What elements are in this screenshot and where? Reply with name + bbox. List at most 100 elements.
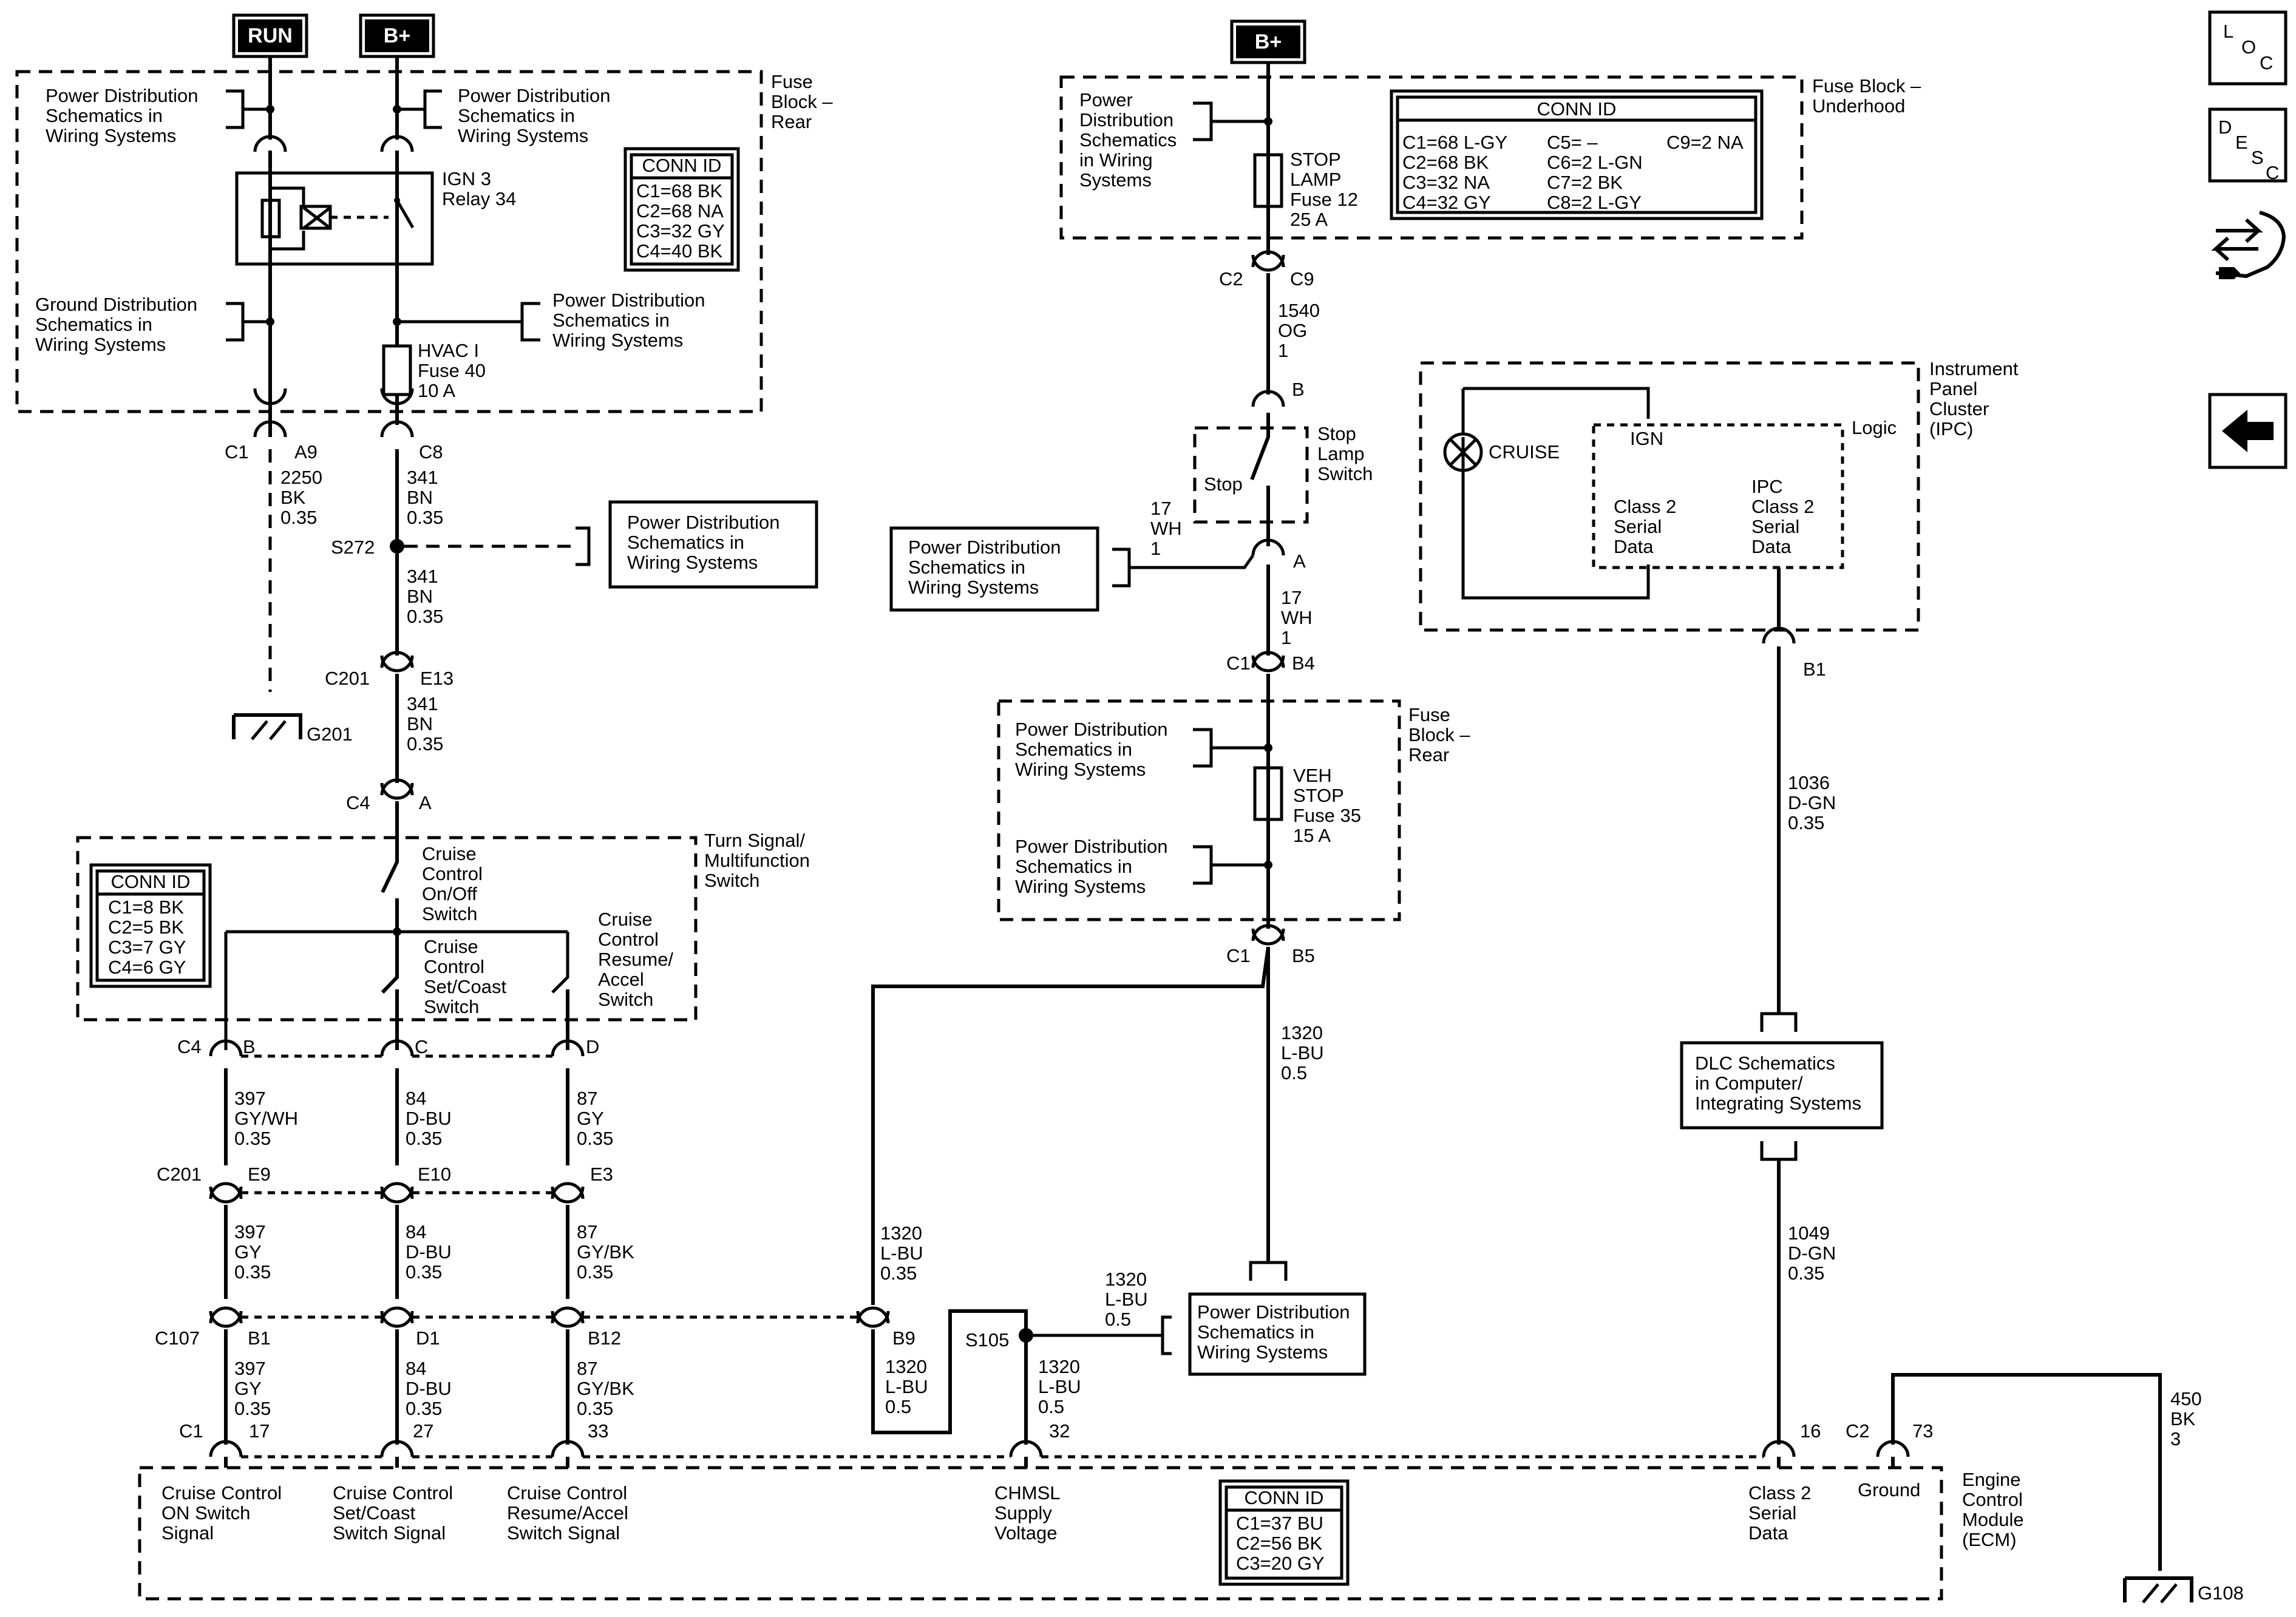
connector-tool-icon[interactable]	[2211, 211, 2286, 279]
svg-text:Resume/: Resume/	[598, 949, 673, 970]
svg-text:STOP: STOP	[1290, 149, 1341, 170]
svg-text:0.35: 0.35	[1788, 812, 1824, 833]
svg-text:C1: C1	[1226, 653, 1251, 674]
svg-text:C3=20 GY: C3=20 GY	[1236, 1553, 1325, 1574]
svg-text:0.35: 0.35	[577, 1398, 613, 1419]
svg-text:87: 87	[577, 1221, 597, 1242]
conn-id-turn-signal: CONN ID C1=8 BK C2=5 BK C3=7 GY C4=6 GY	[89, 863, 212, 988]
svg-text:Resume/Accel: Resume/Accel	[507, 1502, 628, 1524]
svg-text:B: B	[243, 1036, 256, 1057]
desc-button[interactable]: D E S C	[2208, 107, 2288, 183]
svg-text:Power Distribution: Power Distribution	[1197, 1301, 1350, 1323]
turn-signal-switch-block	[76, 836, 698, 1022]
fuse-block-rear-top-label-1: Fuse	[771, 71, 813, 92]
relay-label-2: Relay 34	[442, 188, 516, 209]
stop-lamp-fuse	[1253, 153, 1283, 208]
svg-text:BN: BN	[407, 487, 433, 508]
svg-text:Multifunction: Multifunction	[704, 850, 810, 871]
hvac-fuse-label-2: Fuse 40	[418, 360, 486, 381]
svg-text:17: 17	[1281, 587, 1302, 608]
svg-text:Signal: Signal	[161, 1522, 214, 1544]
svg-text:Underhood: Underhood	[1812, 95, 1905, 117]
svg-text:D: D	[586, 1036, 599, 1057]
svg-text:1: 1	[1281, 627, 1291, 648]
svg-text:CRUISE: CRUISE	[1489, 441, 1560, 463]
svg-text:Schematics: Schematics	[1079, 129, 1177, 151]
svg-text:32: 32	[1049, 1420, 1070, 1442]
svg-text:Switch: Switch	[598, 989, 653, 1010]
svg-text:CHMSL: CHMSL	[994, 1482, 1061, 1503]
svg-text:BN: BN	[407, 713, 433, 734]
svg-text:O: O	[2241, 36, 2256, 58]
splice-s272	[390, 539, 404, 554]
svg-text:0.35: 0.35	[406, 1261, 442, 1283]
svg-text:C6=2 L-GN: C6=2 L-GN	[1547, 152, 1643, 173]
svg-text:IGN: IGN	[1630, 428, 1663, 449]
svg-text:Cruise: Cruise	[424, 936, 478, 957]
svg-text:(IPC): (IPC)	[1929, 418, 1973, 439]
svg-text:Class 2: Class 2	[1748, 1482, 1811, 1503]
svg-text:C5= –: C5= –	[1547, 132, 1598, 153]
svg-text:84: 84	[406, 1221, 426, 1242]
svg-text:in Wiring: in Wiring	[1079, 149, 1153, 171]
svg-text:0.35: 0.35	[234, 1261, 271, 1283]
stop-lamp-switch	[1193, 426, 1309, 524]
svg-text:CONN ID: CONN ID	[642, 155, 722, 176]
svg-text:Fuse Block –: Fuse Block –	[1812, 75, 1921, 97]
svg-text:Switch Signal: Switch Signal	[333, 1522, 446, 1544]
svg-text:Cluster: Cluster	[1929, 398, 1989, 419]
svg-text:Instrument: Instrument	[1929, 358, 2019, 379]
svg-text:S: S	[2251, 147, 2264, 168]
svg-text:Wiring Systems: Wiring Systems	[908, 577, 1039, 598]
conn-id-ecm: CONN ID C1=37 BU C2=56 BK C3=20 GY	[1218, 1479, 1350, 1586]
svg-text:87: 87	[577, 1088, 597, 1109]
svg-text:0.35: 0.35	[407, 507, 443, 528]
gd-ref-line-3: Wiring Systems	[35, 334, 166, 355]
svg-text:Accel: Accel	[598, 969, 644, 990]
conn-c1-top: C1	[225, 441, 249, 463]
svg-text:E3: E3	[590, 1164, 613, 1185]
svg-text:Integrating Systems: Integrating Systems	[1695, 1093, 1861, 1114]
svg-text:Switch: Switch	[424, 996, 479, 1017]
svg-text:L-BU: L-BU	[1281, 1042, 1324, 1063]
back-arrow-button[interactable]	[2208, 393, 2288, 469]
svg-text:C1=68 L-GY: C1=68 L-GY	[1402, 132, 1507, 153]
svg-text:Distribution: Distribution	[1079, 109, 1173, 131]
svg-text:Stop: Stop	[1317, 423, 1356, 444]
svg-text:3: 3	[2170, 1428, 2181, 1449]
svg-text:Switch: Switch	[422, 903, 477, 924]
svg-text:E13: E13	[420, 668, 453, 689]
svg-text:WH: WH	[1150, 518, 1182, 539]
svg-text:A: A	[419, 792, 432, 813]
svg-text:Serial: Serial	[1614, 516, 1662, 537]
svg-text:Turn Signal/: Turn Signal/	[704, 830, 805, 851]
svg-text:C8=2 L-GY: C8=2 L-GY	[1547, 192, 1642, 213]
svg-text:GY/WH: GY/WH	[234, 1108, 298, 1129]
svg-text:2250: 2250	[280, 467, 322, 488]
svg-text:0.5: 0.5	[885, 1396, 911, 1417]
svg-text:C1=8 BK: C1=8 BK	[108, 897, 184, 918]
svg-text:C9: C9	[1290, 268, 1314, 290]
svg-text:73: 73	[1912, 1420, 1933, 1442]
svg-text:16: 16	[1800, 1420, 1821, 1442]
svg-text:Cruise Control: Cruise Control	[333, 1482, 453, 1503]
svg-text:Power Distribution: Power Distribution	[1015, 836, 1168, 857]
svg-text:ON Switch: ON Switch	[161, 1502, 250, 1524]
svg-text:L-BU: L-BU	[880, 1242, 923, 1264]
svg-text:Supply: Supply	[994, 1502, 1052, 1524]
svg-text:D-GN: D-GN	[1788, 792, 1836, 813]
conn-id-underhood: CONN ID C1=68 L-GY C2=68 BK C3=32 NA C4=…	[1390, 89, 1764, 220]
svg-text:LAMP: LAMP	[1290, 169, 1341, 190]
svg-text:B9: B9	[892, 1327, 915, 1349]
svg-text:G108: G108	[2198, 1582, 2244, 1604]
svg-text:Block –: Block –	[1408, 724, 1470, 745]
svg-text:C2=68 NA: C2=68 NA	[636, 200, 724, 222]
svg-text:G201: G201	[307, 724, 353, 745]
pd-ref-2-line-3: Wiring Systems	[458, 125, 588, 146]
svg-text:D-BU: D-BU	[406, 1241, 452, 1263]
svg-text:C4=40 BK: C4=40 BK	[636, 240, 723, 262]
svg-text:C9=2 NA: C9=2 NA	[1666, 132, 1744, 153]
svg-text:0.35: 0.35	[406, 1128, 442, 1149]
loc-button[interactable]: L O C	[2208, 10, 2288, 86]
bplus-source-right: B+	[1230, 19, 1306, 64]
